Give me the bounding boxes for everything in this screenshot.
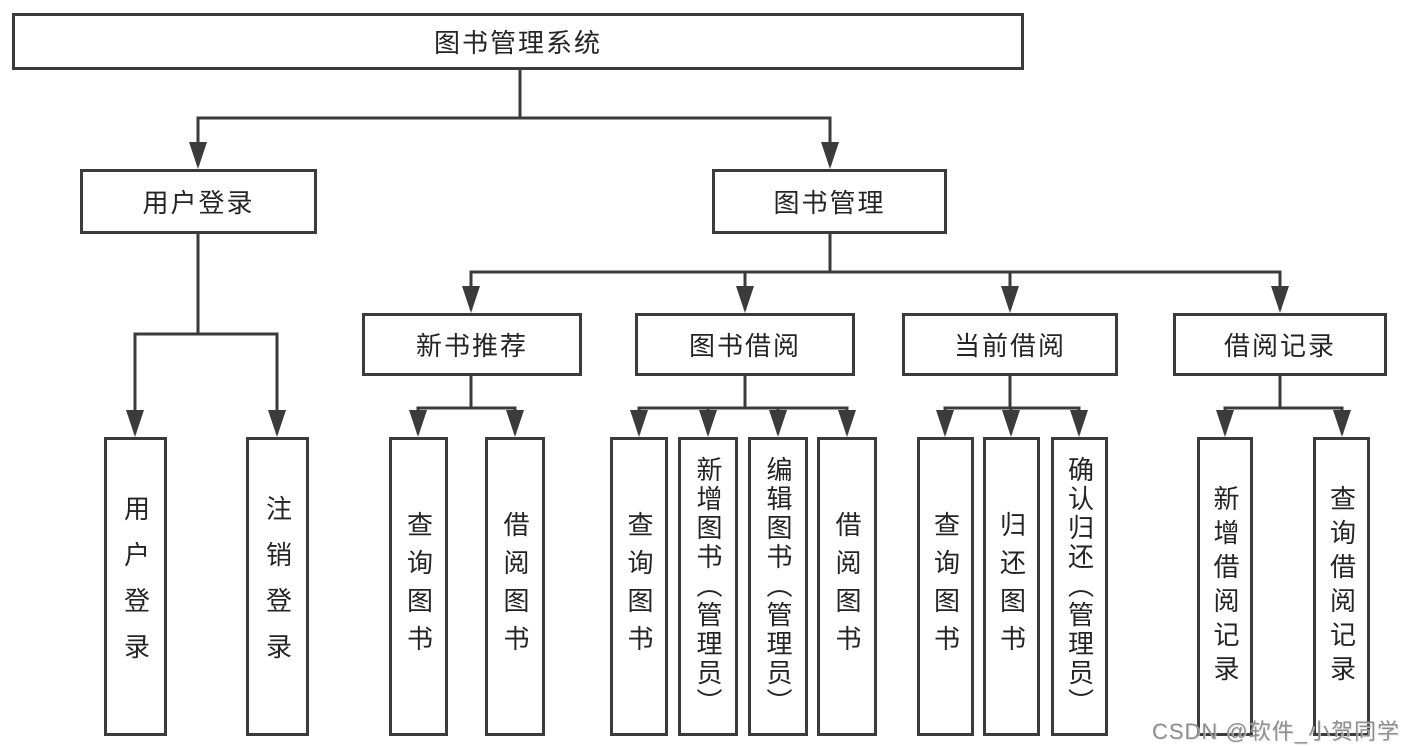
arrowhead-leaf-user-login xyxy=(126,410,144,437)
node-borrow-records: 借阅记录 xyxy=(1173,313,1387,376)
node-current-borrow: 当前借阅 xyxy=(902,313,1118,376)
node-new-book-recommend: 新书推荐 xyxy=(362,313,582,376)
arrowhead-leaf-add-borrow-record xyxy=(1216,410,1234,437)
connector-user-login-branch xyxy=(133,232,279,434)
arrowhead-leaf-query-books-current xyxy=(936,410,954,437)
arrowhead-leaf-logout xyxy=(268,410,286,437)
arrowhead-leaf-borrow-books xyxy=(838,410,856,437)
arrowhead-current-borrow xyxy=(1001,286,1019,313)
leaf-borrow-books: 借阅图书 xyxy=(817,437,877,736)
leaf-borrow-books-recommend: 借阅图书 xyxy=(485,437,545,736)
arrowhead-leaf-query-books-recommend xyxy=(409,410,427,437)
leaf-add-borrow-record: 新增借阅记录 xyxy=(1197,437,1253,736)
leaf-edit-book-admin: 编辑图书（管理员） xyxy=(748,437,808,736)
leaf-query-books-recommend: 查询图书 xyxy=(389,437,448,736)
node-user-login: 用户登录 xyxy=(80,169,317,234)
node-root: 图书管理系统 xyxy=(12,13,1024,70)
arrowhead-book-borrow xyxy=(736,286,754,313)
arrowhead-new-book-recommend xyxy=(462,286,480,313)
arrowhead-borrow-records xyxy=(1271,286,1289,313)
arrowhead-leaf-query-borrow-record xyxy=(1333,410,1351,437)
connector-book-borrow-branch xyxy=(637,374,849,434)
arrowhead-leaf-edit-book-admin xyxy=(769,410,787,437)
arrowhead-book-management xyxy=(821,142,839,169)
arrowhead-leaf-query-books-borrow xyxy=(630,410,648,437)
arrowhead-leaf-confirm-return xyxy=(1070,410,1088,437)
leaf-query-books-current: 查询图书 xyxy=(917,437,974,736)
node-book-management: 图书管理 xyxy=(712,169,947,234)
arrowhead-leaf-add-book-admin xyxy=(699,410,717,437)
leaf-return-books: 归还图书 xyxy=(983,437,1040,736)
connector-new-book-recommend-branch xyxy=(416,374,517,434)
arrowhead-leaf-return-books xyxy=(1002,410,1020,437)
connector-root-branch xyxy=(196,68,832,166)
leaf-confirm-return-admin: 确认归还（管理员） xyxy=(1051,437,1108,736)
arrowhead-user-login xyxy=(189,142,207,169)
leaf-query-borrow-record: 查询借阅记录 xyxy=(1313,437,1370,736)
connector-borrow-records-branch xyxy=(1223,375,1344,434)
csdn-watermark: CSDN @软件_小贺同学 xyxy=(1151,719,1400,744)
connector-book-management-branch xyxy=(469,232,1282,310)
node-book-borrow: 图书借阅 xyxy=(635,313,855,376)
leaf-query-books-borrow: 查询图书 xyxy=(610,437,668,736)
leaf-add-book-admin: 新增图书（管理员） xyxy=(678,437,738,736)
leaf-logout: 注销登录 xyxy=(246,437,309,736)
leaf-user-login: 用户登录 xyxy=(104,437,167,736)
arrowhead-leaf-borrow-books-recommend xyxy=(506,410,524,437)
